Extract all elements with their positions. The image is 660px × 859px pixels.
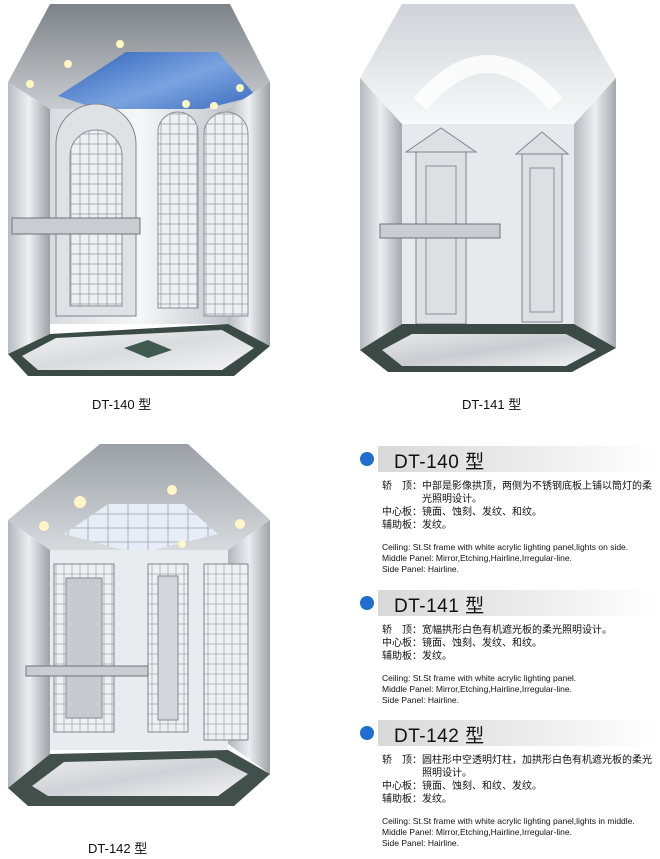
en-line: Ceiling: St.St frame with white acrylic … [382,816,635,826]
spec-header: DT-142 型 [360,720,656,748]
cn-text: 镜面、蚀刻、发纹、和纹。 [422,638,542,649]
spec-header: DT-140 型 [360,446,656,474]
spec-en: Ceiling: St.St frame with white acrylic … [382,542,656,575]
title-bar [378,446,654,472]
cn-label: 辅助板： [382,794,422,805]
cn-label: 中心板： [382,638,422,649]
spec-dt142: DT-142 型 轿 顶：圆柱形中空透明灯柱，加拱形白色有机遮光板的柔光照明设计… [360,720,656,849]
cn-label: 轿 顶： [382,481,422,492]
cn-label: 轿 顶： [382,755,422,766]
spec-title: DT-141 型 [394,596,485,617]
cn-label: 辅助板： [382,520,422,531]
spec-dt140: DT-140 型 轿 顶：中部是影像拱顶，两侧为不锈钢底板上铺以筒灯的柔光照明设… [360,446,656,575]
cn-label: 中心板： [382,507,422,518]
title-bar [378,590,654,616]
en-line: Side Panel: Hairline. [382,564,460,574]
spec-title: DT-142 型 [394,726,485,747]
cn-label: 轿 顶： [382,625,422,636]
cn-text: 发纹。 [422,520,452,531]
cn-text: 镜面、蚀刻、发纹、和纹。 [422,507,542,518]
spec-header: DT-141 型 [360,590,656,618]
en-line: Side Panel: Hairline. [382,695,460,705]
cab-dt141-image [360,4,616,384]
bullet-icon [360,596,374,610]
spec-en: Ceiling: St.St frame with white acrylic … [382,816,656,849]
spec-en: Ceiling: St.St frame with white acrylic … [382,673,656,706]
spec-dt141: DT-141 型 轿 顶：宽幅拱形白色有机遮光板的柔光照明设计。 中心板：镜面、… [360,590,656,706]
cn-text: 镜面、蚀刻、和纹、发纹。 [422,781,542,792]
bullet-icon [360,452,374,466]
cab-dt142-image [8,444,270,834]
title-bar [378,720,654,746]
spec-cn: 轿 顶：圆柱形中空透明灯柱，加拱形白色有机遮光板的柔光照明设计。 中心板：镜面、… [382,754,656,806]
cn-text: 中部是影像拱顶，两侧为不锈钢底板上铺以筒灯的柔光照明设计。 [422,481,652,505]
cab-dt140-caption: DT-140 型 [92,397,152,412]
bullet-icon [360,726,374,740]
en-line: Side Panel: Hairline. [382,838,460,848]
spec-cn: 轿 顶：中部是影像拱顶，两侧为不锈钢底板上铺以筒灯的柔光照明设计。 中心板：镜面… [382,480,656,532]
spec-cn: 轿 顶：宽幅拱形白色有机遮光板的柔光照明设计。 中心板：镜面、蚀刻、发纹、和纹。… [382,624,656,663]
cn-text: 发纹。 [422,651,452,662]
cn-label: 中心板： [382,781,422,792]
cab-dt142-caption: DT-142 型 [88,841,148,856]
spec-title: DT-140 型 [394,452,485,473]
en-line: Middle Panel: Mirror,Etching,Hairline,Ir… [382,553,572,563]
cab-dt140-image [8,4,270,386]
cn-text: 宽幅拱形白色有机遮光板的柔光照明设计。 [422,625,612,636]
cab-dt141-caption: DT-141 型 [462,397,522,412]
cn-text: 圆柱形中空透明灯柱，加拱形白色有机遮光板的柔光照明设计。 [422,755,652,779]
en-line: Ceiling: St.St frame with white acrylic … [382,673,577,683]
cn-text: 发纹。 [422,794,452,805]
en-line: Middle Panel: Mirror,Etching,Hairline,Ir… [382,827,572,837]
en-line: Ceiling: St.St frame with white acrylic … [382,542,629,552]
cn-label: 辅助板： [382,651,422,662]
en-line: Middle Panel: Mirror,Etching,Hairline,Ir… [382,684,572,694]
